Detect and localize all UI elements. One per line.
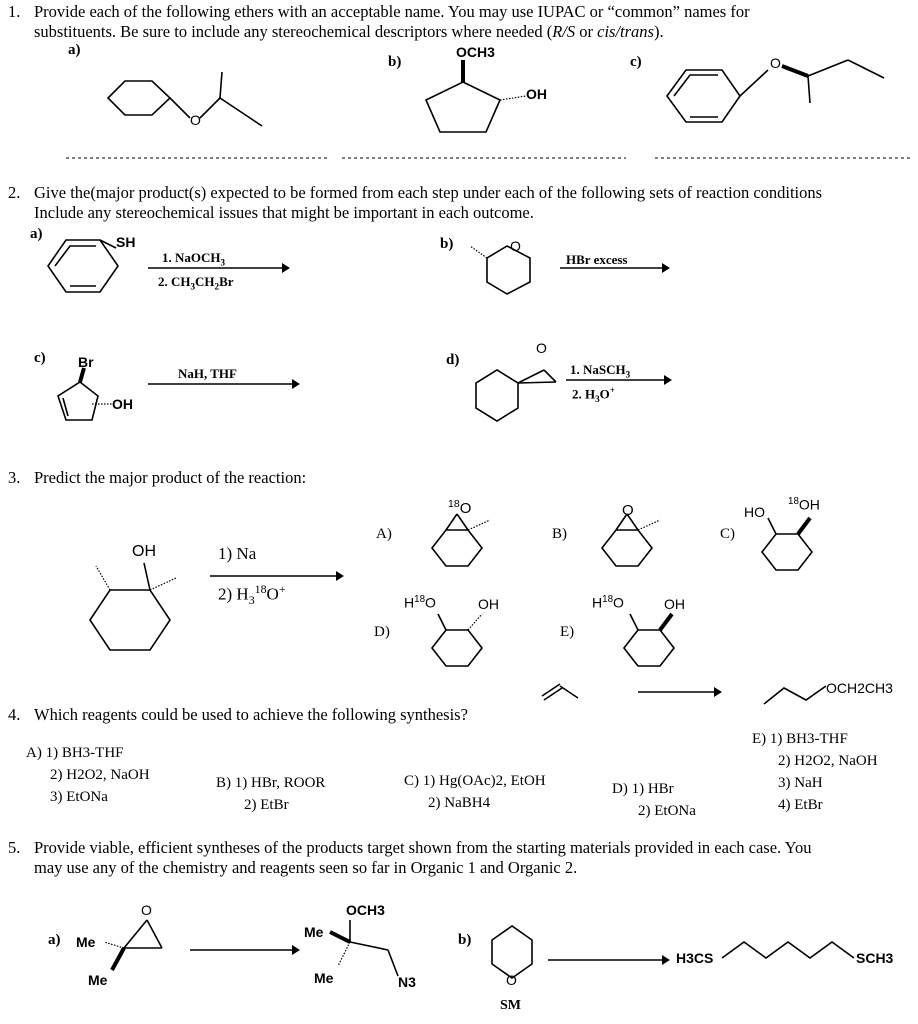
- q2b-oxygen-label: O: [510, 238, 521, 254]
- q2c-br-label: Br: [78, 354, 94, 370]
- q3-text: Predict the major product of the reactio…: [34, 468, 307, 487]
- q2-label-c: c): [34, 350, 46, 366]
- q3-number: 3.: [8, 468, 21, 487]
- q1-label-c: c): [630, 54, 642, 70]
- q3-C-18oh-label: 18OH: [788, 496, 820, 513]
- q1-text-line1: Provide each of the following ethers wit…: [34, 2, 750, 21]
- q1-number: 1.: [8, 2, 21, 21]
- q3-reagent-2: 2) H318O+: [218, 582, 286, 608]
- q2-text-line2: Include any stereochemical issues that m…: [34, 203, 534, 222]
- q2-number: 2.: [8, 183, 21, 202]
- q1a-cyclohexane: [106, 80, 172, 116]
- q3-E-oh-label: OH: [664, 596, 685, 612]
- q2a-reagent-1: 1. NaOCH3: [162, 250, 226, 268]
- q4-text: Which reagents could be used to achieve …: [34, 705, 468, 724]
- q5a-och3-label: OCH3: [346, 902, 385, 918]
- q5-number: 5.: [8, 838, 21, 857]
- q2-text-line1: Give the(major product(s) expected to be…: [34, 183, 823, 202]
- q5b-sch3-label: SCH3: [856, 950, 894, 966]
- q3-D-oh-label: OH: [478, 596, 499, 612]
- q2c-oh-label: OH: [112, 396, 133, 412]
- q5-text-line2: may use any of the chemistry and reagent…: [34, 858, 578, 877]
- q5a-me-label-1: Me: [76, 934, 96, 950]
- q1c-benzene: [666, 69, 741, 123]
- q2c-reagent: NaH, THF: [178, 366, 237, 381]
- q3-B-oxygen: O: [622, 502, 634, 519]
- q5b-sm-label: SM: [500, 998, 521, 1013]
- q3-D-h18o-label: H18O: [404, 594, 436, 611]
- q2d-reagent-2: 2. H3O+: [572, 385, 615, 404]
- q3-option-A: A): [376, 526, 392, 542]
- q5-text-line1: Provide viable, efficient syntheses of t…: [34, 838, 812, 857]
- q2a-reagent-2: 2. CH3CH2Br: [158, 274, 234, 292]
- q3-sm-oh-label: OH: [132, 543, 156, 560]
- q3-option-B: B): [552, 526, 567, 542]
- q3-A-oxygen: 18O: [448, 498, 472, 517]
- q2-label-d: d): [446, 352, 460, 368]
- q1-label-b: b): [388, 54, 402, 70]
- q1b-oh-label: OH: [526, 86, 547, 102]
- q5a-me-label-3: Me: [304, 924, 324, 940]
- q3-C-ho-label: HO: [744, 504, 765, 520]
- q2b-reagent: HBr excess: [566, 252, 628, 267]
- q1b-cyclopentane: [424, 81, 502, 133]
- q1c-oxygen-label: O: [770, 55, 781, 71]
- q5a-me-label-4: Me: [314, 970, 334, 986]
- q5b-oxygen-label: O: [506, 972, 517, 988]
- q2d-reagent-1: 1. NaSCH3: [570, 362, 631, 380]
- q1-text-line2: substituents. Be sure to include any ste…: [34, 22, 664, 41]
- q3-option-E: E): [560, 624, 575, 640]
- q3-option-D: D): [374, 624, 390, 640]
- q3-reagent-1: 1) Na: [218, 544, 257, 563]
- q2-label-b: b): [440, 236, 454, 252]
- q5a-n3-label: N3: [398, 974, 416, 990]
- q2-label-a: a): [30, 226, 43, 242]
- q2a-sh-label: SH: [116, 234, 136, 250]
- q4-number: 4.: [8, 705, 21, 724]
- q2d-oxygen-label: O: [536, 340, 547, 356]
- q3-option-C: C): [720, 526, 735, 542]
- q5a-me-label-2: Me: [88, 972, 108, 988]
- q4-product-label: OCH2CH3: [826, 680, 893, 696]
- q5-label-b: b): [458, 932, 472, 948]
- q5a-oxygen-label: O: [141, 902, 152, 918]
- q1a-oxygen-label: O: [190, 112, 201, 128]
- q5-label-a: a): [48, 932, 61, 948]
- q3-E-h18o-label: H18O: [592, 594, 624, 611]
- q1-label-a: a): [68, 42, 81, 58]
- q1b-och3-label: OCH3: [456, 44, 495, 60]
- q5b-h3cs-label: H3CS: [676, 950, 714, 966]
